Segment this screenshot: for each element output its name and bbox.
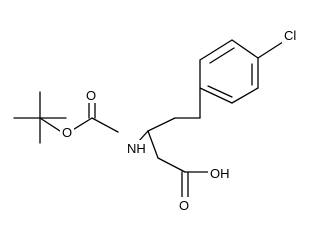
- ester-oxygen-label: O: [62, 125, 72, 140]
- aromatic-bond: [207, 85, 233, 98]
- bond: [257, 39, 287, 59]
- bond: [231, 39, 259, 59]
- chemical-structure: Cl O O NH OH O: [13, 26, 302, 213]
- acid-hydroxyl-label: OH: [210, 166, 230, 181]
- aromatic-bond: [209, 47, 235, 64]
- carbamate-group: [70, 97, 149, 143]
- bond: [199, 87, 233, 104]
- backbone: [147, 87, 201, 173]
- carbonyl-oxygen-label: O: [86, 88, 96, 103]
- bond: [147, 130, 159, 159]
- bond: [39, 117, 61, 132]
- bond: [231, 87, 259, 104]
- atom-labels: Cl O O NH OH O: [60, 26, 302, 213]
- bond: [147, 117, 176, 132]
- amine-label: NH: [127, 141, 146, 156]
- chlorine-label: Cl: [284, 28, 296, 43]
- carboxylic-acid-group: [181, 171, 209, 200]
- acid-carbonyl-oxygen-label: O: [179, 198, 189, 213]
- benzene-ring: [199, 39, 287, 104]
- tert-butyl-group: [13, 91, 67, 144]
- bond: [157, 157, 186, 173]
- bond: [199, 39, 233, 61]
- bond: [70, 117, 93, 132]
- bond: [91, 117, 119, 133]
